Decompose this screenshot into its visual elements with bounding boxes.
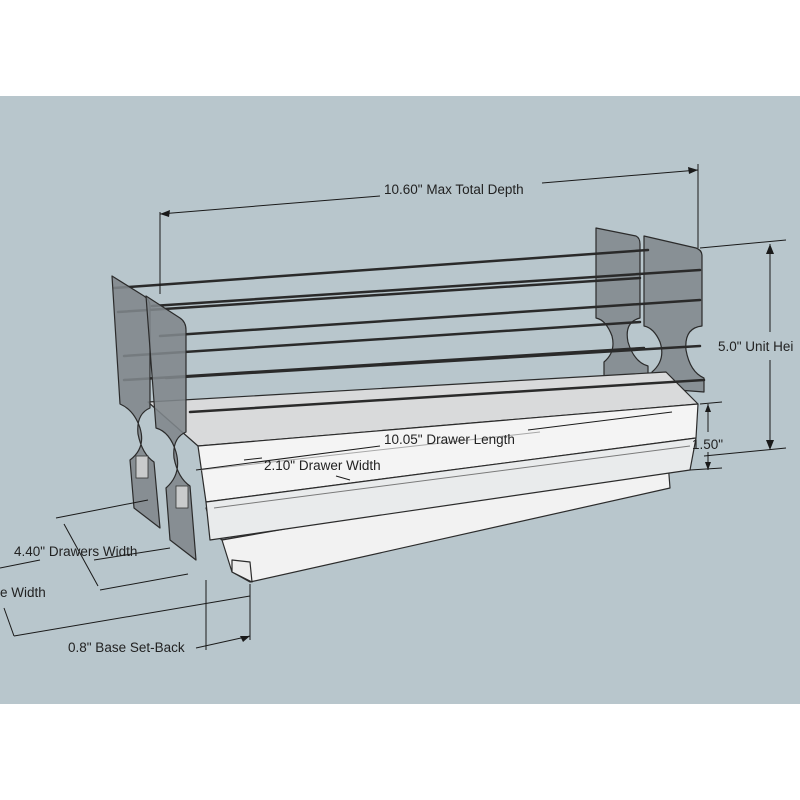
bracket-right bbox=[175, 485, 189, 509]
dimension-lines bbox=[0, 164, 787, 650]
rod-top-front bbox=[150, 268, 702, 308]
drawer-top-groove bbox=[199, 431, 541, 471]
rack-rods bbox=[112, 248, 706, 414]
base-front-face bbox=[231, 559, 253, 583]
drawers-width-label: 4.40" Drawers Width bbox=[14, 544, 137, 559]
rod-mid bbox=[122, 320, 642, 358]
drawer-height-label: 1.50" bbox=[692, 437, 723, 452]
dimension-labels: 10.60" Max Total Depth 5.0" Unit Hei 10.… bbox=[0, 182, 793, 655]
rod-upper-front bbox=[158, 298, 702, 338]
bracket-left bbox=[135, 455, 149, 479]
drawer-width-label: 2.10" Drawer Width bbox=[264, 458, 381, 473]
rod-low-front bbox=[188, 378, 706, 414]
drawer-rail-groove bbox=[213, 445, 691, 509]
spice-rack-model bbox=[111, 227, 706, 583]
drawer-length-label: 10.05" Drawer Length bbox=[384, 432, 515, 447]
rear-side-panel-outer bbox=[643, 235, 705, 393]
base-width-label: e Width bbox=[0, 585, 46, 600]
rod-upper-mid bbox=[116, 276, 642, 314]
max-total-depth-label: 10.60" Max Total Depth bbox=[384, 182, 524, 197]
base-setback-label: 0.8" Base Set-Back bbox=[68, 640, 185, 655]
rod-low bbox=[122, 346, 646, 382]
unit-height-label: 5.0" Unit Hei bbox=[718, 339, 793, 354]
rod-top-back bbox=[112, 248, 650, 290]
